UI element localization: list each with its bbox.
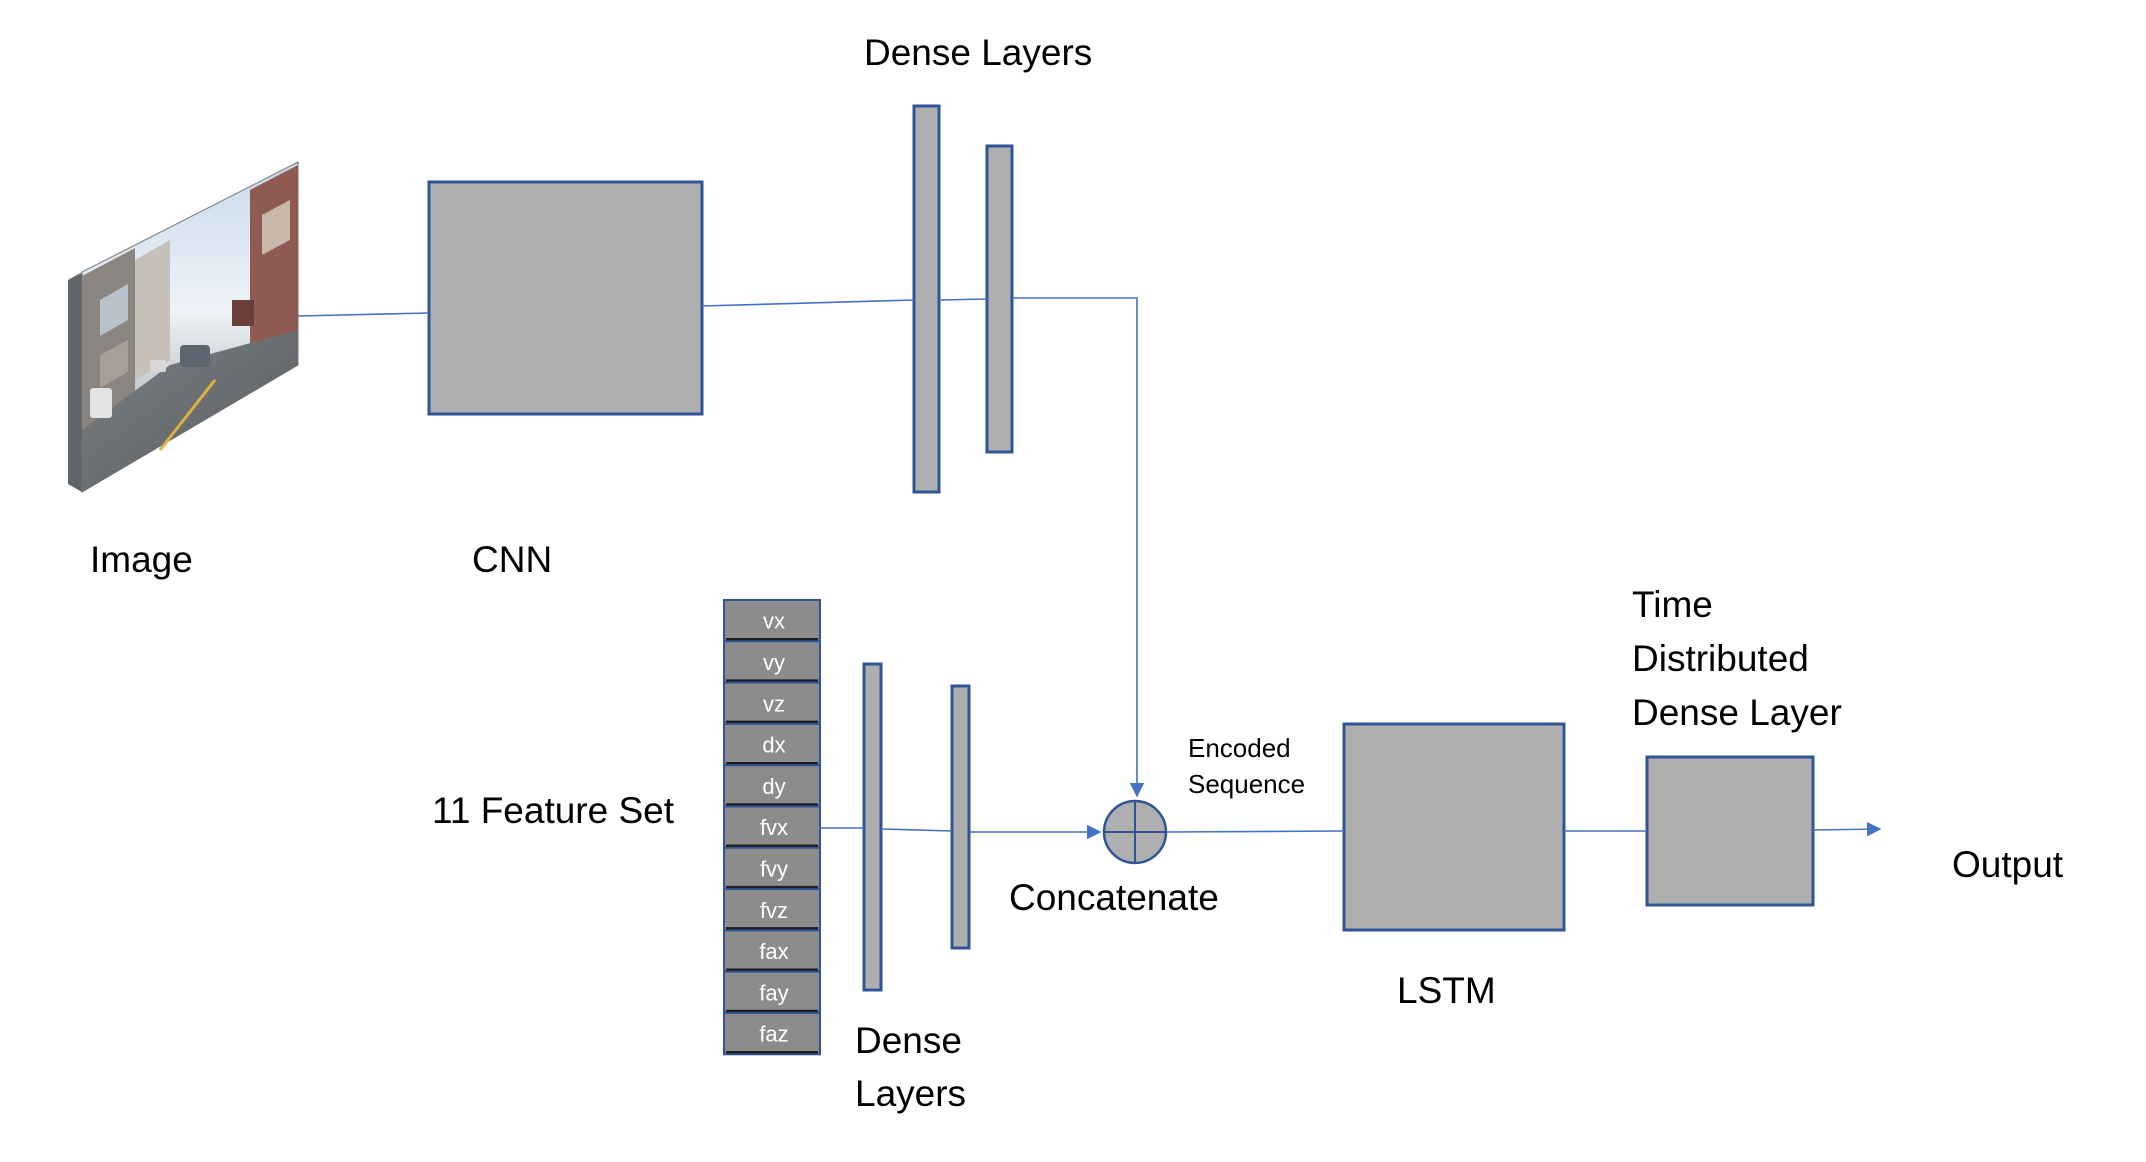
input-image <box>68 161 299 493</box>
dense-top-layer-2 <box>985 144 1014 454</box>
feature-label-fay: fay <box>759 980 788 1005</box>
label-dense-bottom-2: Layers <box>855 1073 966 1114</box>
feature-label-fax: fax <box>759 939 788 964</box>
label-time-dist-1: Time <box>1632 584 1713 625</box>
label-dense-top: Dense Layers <box>864 32 1092 73</box>
label-output: Output <box>1952 844 2064 885</box>
feature-cell <box>723 722 821 767</box>
label-concatenate: Concatenate <box>1009 877 1219 918</box>
label-time-dist-2: Distributed <box>1632 638 1809 679</box>
dense-top-layer-1 <box>912 104 941 494</box>
feature-cell <box>723 764 821 808</box>
connector-dense-between <box>938 298 988 301</box>
time-distributed-dense-block <box>1645 755 1815 907</box>
feature-cell <box>723 1012 821 1056</box>
label-encoded-2: Sequence <box>1188 769 1305 799</box>
connector-dense-to-concat <box>1012 297 1145 798</box>
label-image: Image <box>90 539 193 580</box>
feature-cell <box>723 681 821 725</box>
cnn-block <box>427 180 704 416</box>
label-cnn: CNN <box>472 539 552 580</box>
feature-label-vy: vy <box>763 650 785 675</box>
feature-label-dx: dx <box>762 733 785 758</box>
label-feature-set: 11 Feature Set <box>432 790 675 831</box>
feature-label-vz: vz <box>763 691 785 716</box>
feature-cell <box>723 929 821 973</box>
feature-label-dy: dy <box>762 774 785 799</box>
feature-label-fvx: fvx <box>760 815 788 840</box>
feature-label-fvz: fvz <box>760 898 788 923</box>
feature-label-fvy: fvy <box>760 856 788 881</box>
feature-cell <box>723 970 821 1015</box>
feature-cell <box>723 888 821 932</box>
label-dense-bottom-1: Dense <box>855 1020 962 1061</box>
label-lstm: LSTM <box>1397 970 1496 1011</box>
connector-dense-bottom-between <box>880 828 953 832</box>
feature-set-stack: vx vy vz dx dy fvx fvy fvz fax fay faz <box>723 599 821 1056</box>
feature-label-faz: faz <box>759 1022 788 1047</box>
dense-bottom-layer-1 <box>862 662 883 992</box>
dense-bottom-layer-2 <box>950 684 971 950</box>
feature-cell <box>723 846 821 891</box>
feature-cell <box>723 599 821 643</box>
lstm-block <box>1342 722 1566 932</box>
label-encoded-1: Encoded <box>1188 733 1291 763</box>
connector-cnn-to-dense <box>701 299 915 307</box>
concatenate-operator <box>1102 799 1168 865</box>
label-time-dist-3: Dense Layer <box>1632 692 1842 733</box>
connector-timedist-to-output <box>1812 821 1882 837</box>
connector-concat-to-lstm <box>1165 830 1345 833</box>
feature-label-vx: vx <box>763 609 785 634</box>
connector-image-to-cnn <box>297 312 430 317</box>
